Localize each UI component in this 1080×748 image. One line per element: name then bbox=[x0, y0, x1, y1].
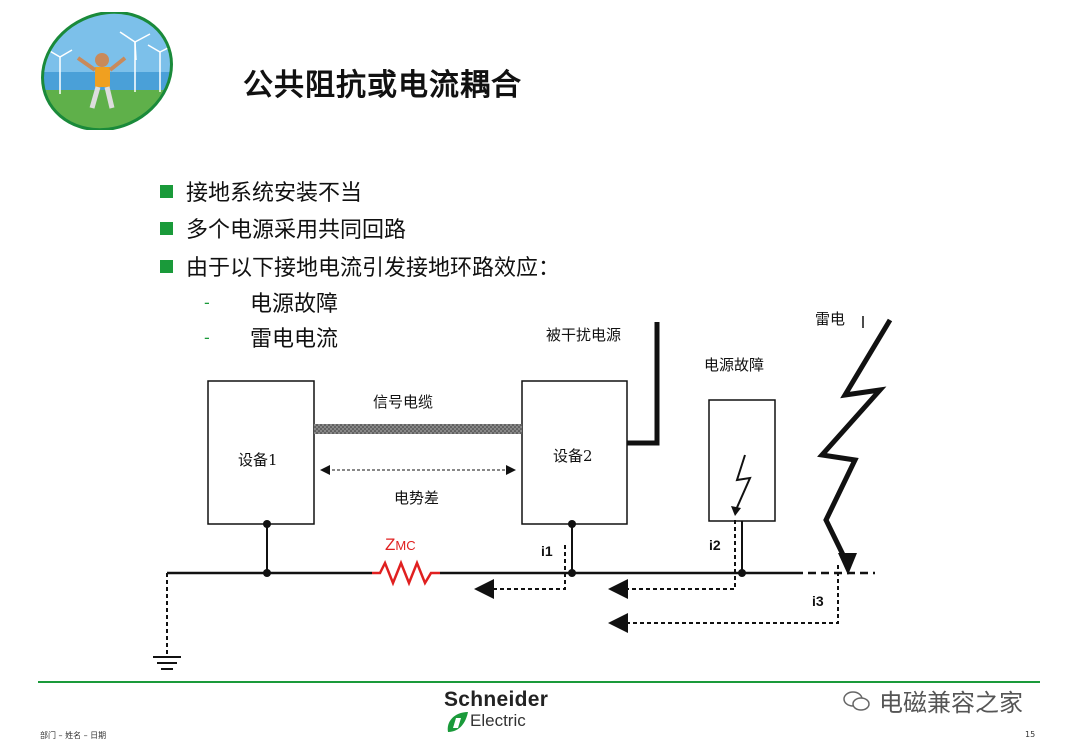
device1-box bbox=[207, 380, 315, 525]
i1-label: i1 bbox=[541, 543, 553, 559]
bullet-text: 多个电源采用共同回路 bbox=[186, 218, 407, 243]
logo-image bbox=[40, 12, 175, 130]
sub-bullet-dash: - bbox=[204, 292, 210, 312]
signal-cable-label: 信号电缆 bbox=[373, 393, 434, 411]
footer-divider bbox=[38, 681, 1040, 683]
node bbox=[263, 569, 271, 577]
node bbox=[568, 520, 576, 528]
bullet-square-icon bbox=[160, 259, 173, 273]
zmc-letter: Z bbox=[385, 535, 396, 554]
schneider-leaf-icon bbox=[447, 712, 468, 732]
bullet-square-icon bbox=[160, 221, 173, 235]
current-i1-path bbox=[474, 545, 566, 599]
bullet-text: 接地系统安装不当 bbox=[186, 181, 363, 206]
lightning-bolt-icon bbox=[817, 318, 893, 567]
bullet-item: 由于以下接地电流引发接地环路效应： bbox=[160, 250, 560, 282]
node bbox=[738, 569, 746, 577]
ground-symbol-icon bbox=[153, 656, 181, 670]
i2-label: i2 bbox=[709, 537, 721, 553]
footer-meta: 部门 – 姓名 – 日期 bbox=[40, 731, 107, 740]
i3-label: i3 bbox=[812, 593, 824, 609]
node bbox=[568, 569, 576, 577]
sub-bullet-text: 雷电电流 bbox=[250, 327, 339, 352]
sub-bullet-item: - 电源故障 bbox=[204, 286, 338, 318]
node bbox=[263, 520, 271, 528]
fault-bolt-icon bbox=[734, 454, 752, 513]
zmc-resistor bbox=[372, 559, 440, 587]
bullet-item: 多个电源采用共同回路 bbox=[160, 212, 406, 244]
watermark-text: 电磁兼容之家 bbox=[879, 689, 1023, 717]
sub-bullet-text: 电源故障 bbox=[250, 292, 339, 317]
brand-subname: Electric bbox=[470, 710, 526, 730]
current-i2-path bbox=[608, 520, 736, 599]
sub-bullet-item: - 雷电电流 bbox=[204, 321, 338, 353]
wechat-icon bbox=[843, 690, 870, 711]
current-i3-path bbox=[608, 565, 839, 633]
disturbed-power-label: 被干扰电源 bbox=[546, 326, 622, 344]
watermark: 电磁兼容之家 bbox=[843, 683, 1023, 718]
bullet-text: 由于以下接地电流引发接地环路效应： bbox=[186, 256, 561, 281]
page-title: 公共阻抗或电流耦合 bbox=[243, 68, 522, 103]
bullet-item: 接地系统安装不当 bbox=[160, 175, 362, 207]
zmc-label: ZMC bbox=[385, 535, 416, 555]
device1-label: 设备1 bbox=[238, 451, 278, 469]
zmc-subscript: MC bbox=[395, 538, 416, 553]
potential-diff-label: 电势差 bbox=[394, 489, 440, 507]
brand-name: Schneider bbox=[444, 688, 549, 711]
sub-bullet-dash: - bbox=[204, 327, 210, 347]
device2-label: 设备2 bbox=[553, 447, 593, 465]
bullet-square-icon bbox=[160, 184, 173, 198]
signal-cable bbox=[314, 424, 522, 434]
power-fault-label: 电源故障 bbox=[704, 356, 765, 374]
lightning-label: 雷电 bbox=[815, 310, 846, 328]
disturbed-power-line bbox=[627, 322, 660, 446]
power-fault-box bbox=[708, 399, 776, 522]
brand-logo: Schneider Electric bbox=[444, 688, 548, 734]
device2-box bbox=[521, 380, 628, 525]
page-number: 15 bbox=[1025, 730, 1036, 739]
